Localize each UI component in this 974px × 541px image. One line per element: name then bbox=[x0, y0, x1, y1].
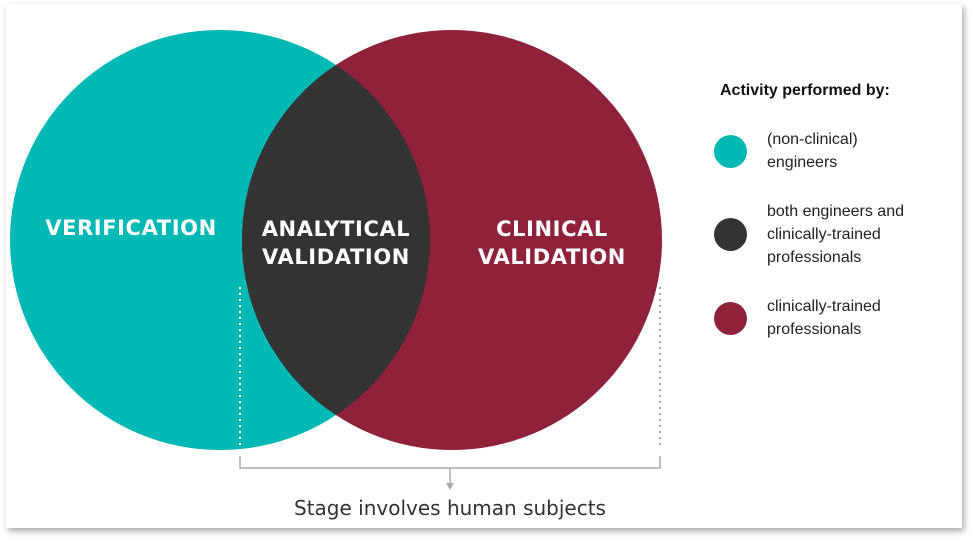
analytical-label: ANALYTICAL bbox=[262, 217, 411, 241]
bracket-arrow-head-icon bbox=[446, 483, 454, 490]
legend-title: Activity performed by: bbox=[720, 82, 890, 99]
venn-diagram: VERIFICATION ANALYTICAL VALIDATION CLINI… bbox=[10, 30, 662, 520]
legend-item-label: both engineers and clinically-trained pr… bbox=[767, 203, 904, 266]
human-subjects-bracket bbox=[239, 456, 661, 469]
legend-item-clinical: clinically-trained professionals bbox=[714, 295, 964, 341]
clinical-label: CLINICAL bbox=[496, 217, 608, 241]
analytical-validation-intersection bbox=[242, 30, 430, 450]
diagram-frame: VERIFICATION ANALYTICAL VALIDATION CLINI… bbox=[6, 4, 962, 528]
legend-item-label: (non-clinical) engineers bbox=[767, 131, 858, 171]
human-subjects-label: Stage involves human subjects bbox=[294, 496, 606, 520]
teal-circle-icon bbox=[714, 134, 747, 168]
dark-gray-circle-icon bbox=[714, 218, 747, 251]
legend: Activity performed by: (non-clinical) en… bbox=[714, 82, 964, 367]
legend-item-label: clinically-trained professionals bbox=[767, 298, 881, 338]
maroon-circle-icon bbox=[714, 301, 747, 335]
verification-label: VERIFICATION bbox=[45, 216, 217, 240]
analytical-validation-label: VALIDATION bbox=[262, 245, 410, 269]
legend-item-engineers: (non-clinical) engineers bbox=[714, 128, 964, 174]
clinical-validation-label: VALIDATION bbox=[478, 245, 626, 269]
legend-item-both: both engineers and clinically-trained pr… bbox=[714, 200, 964, 269]
